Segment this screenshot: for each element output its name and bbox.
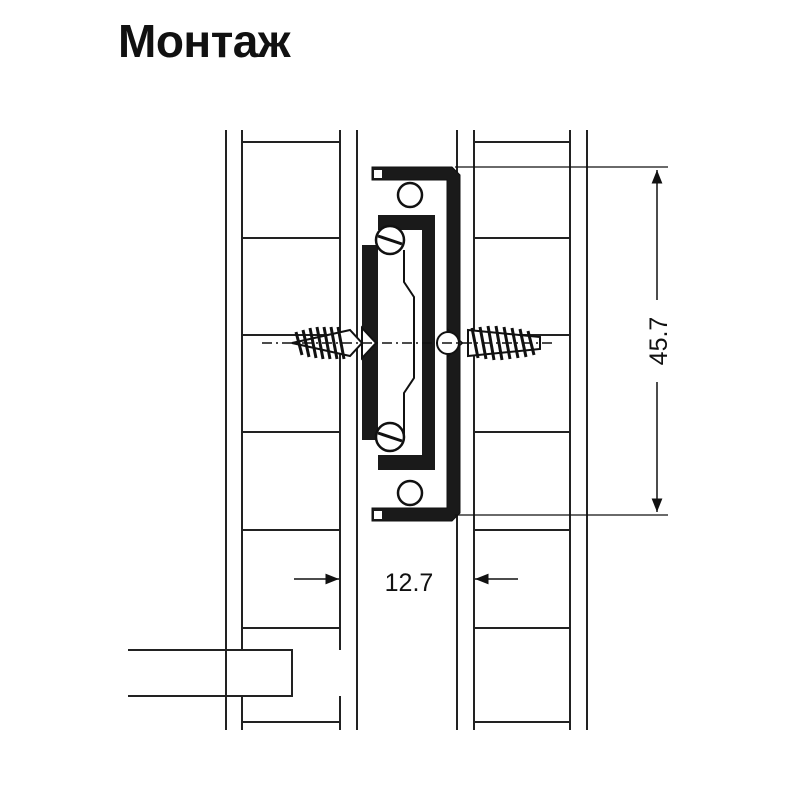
left-cabinet-wall bbox=[225, 130, 358, 730]
drawer-bottom-panel bbox=[128, 649, 342, 697]
right-drawer-side bbox=[456, 130, 588, 730]
page-title: Монтаж bbox=[118, 15, 290, 67]
height-dimension-label: 45.7 bbox=[645, 317, 673, 366]
width-dimension-label: 12.7 bbox=[385, 569, 434, 597]
width-dimension: 12.7 bbox=[294, 569, 518, 597]
screw-head-bottom bbox=[374, 421, 406, 453]
height-dimension: 45.7 bbox=[455, 166, 673, 516]
ball-bearing-top bbox=[396, 181, 424, 209]
screw-head-top bbox=[374, 224, 406, 256]
ball-bearing-bottom bbox=[396, 479, 424, 507]
outer-rail bbox=[371, 166, 461, 522]
